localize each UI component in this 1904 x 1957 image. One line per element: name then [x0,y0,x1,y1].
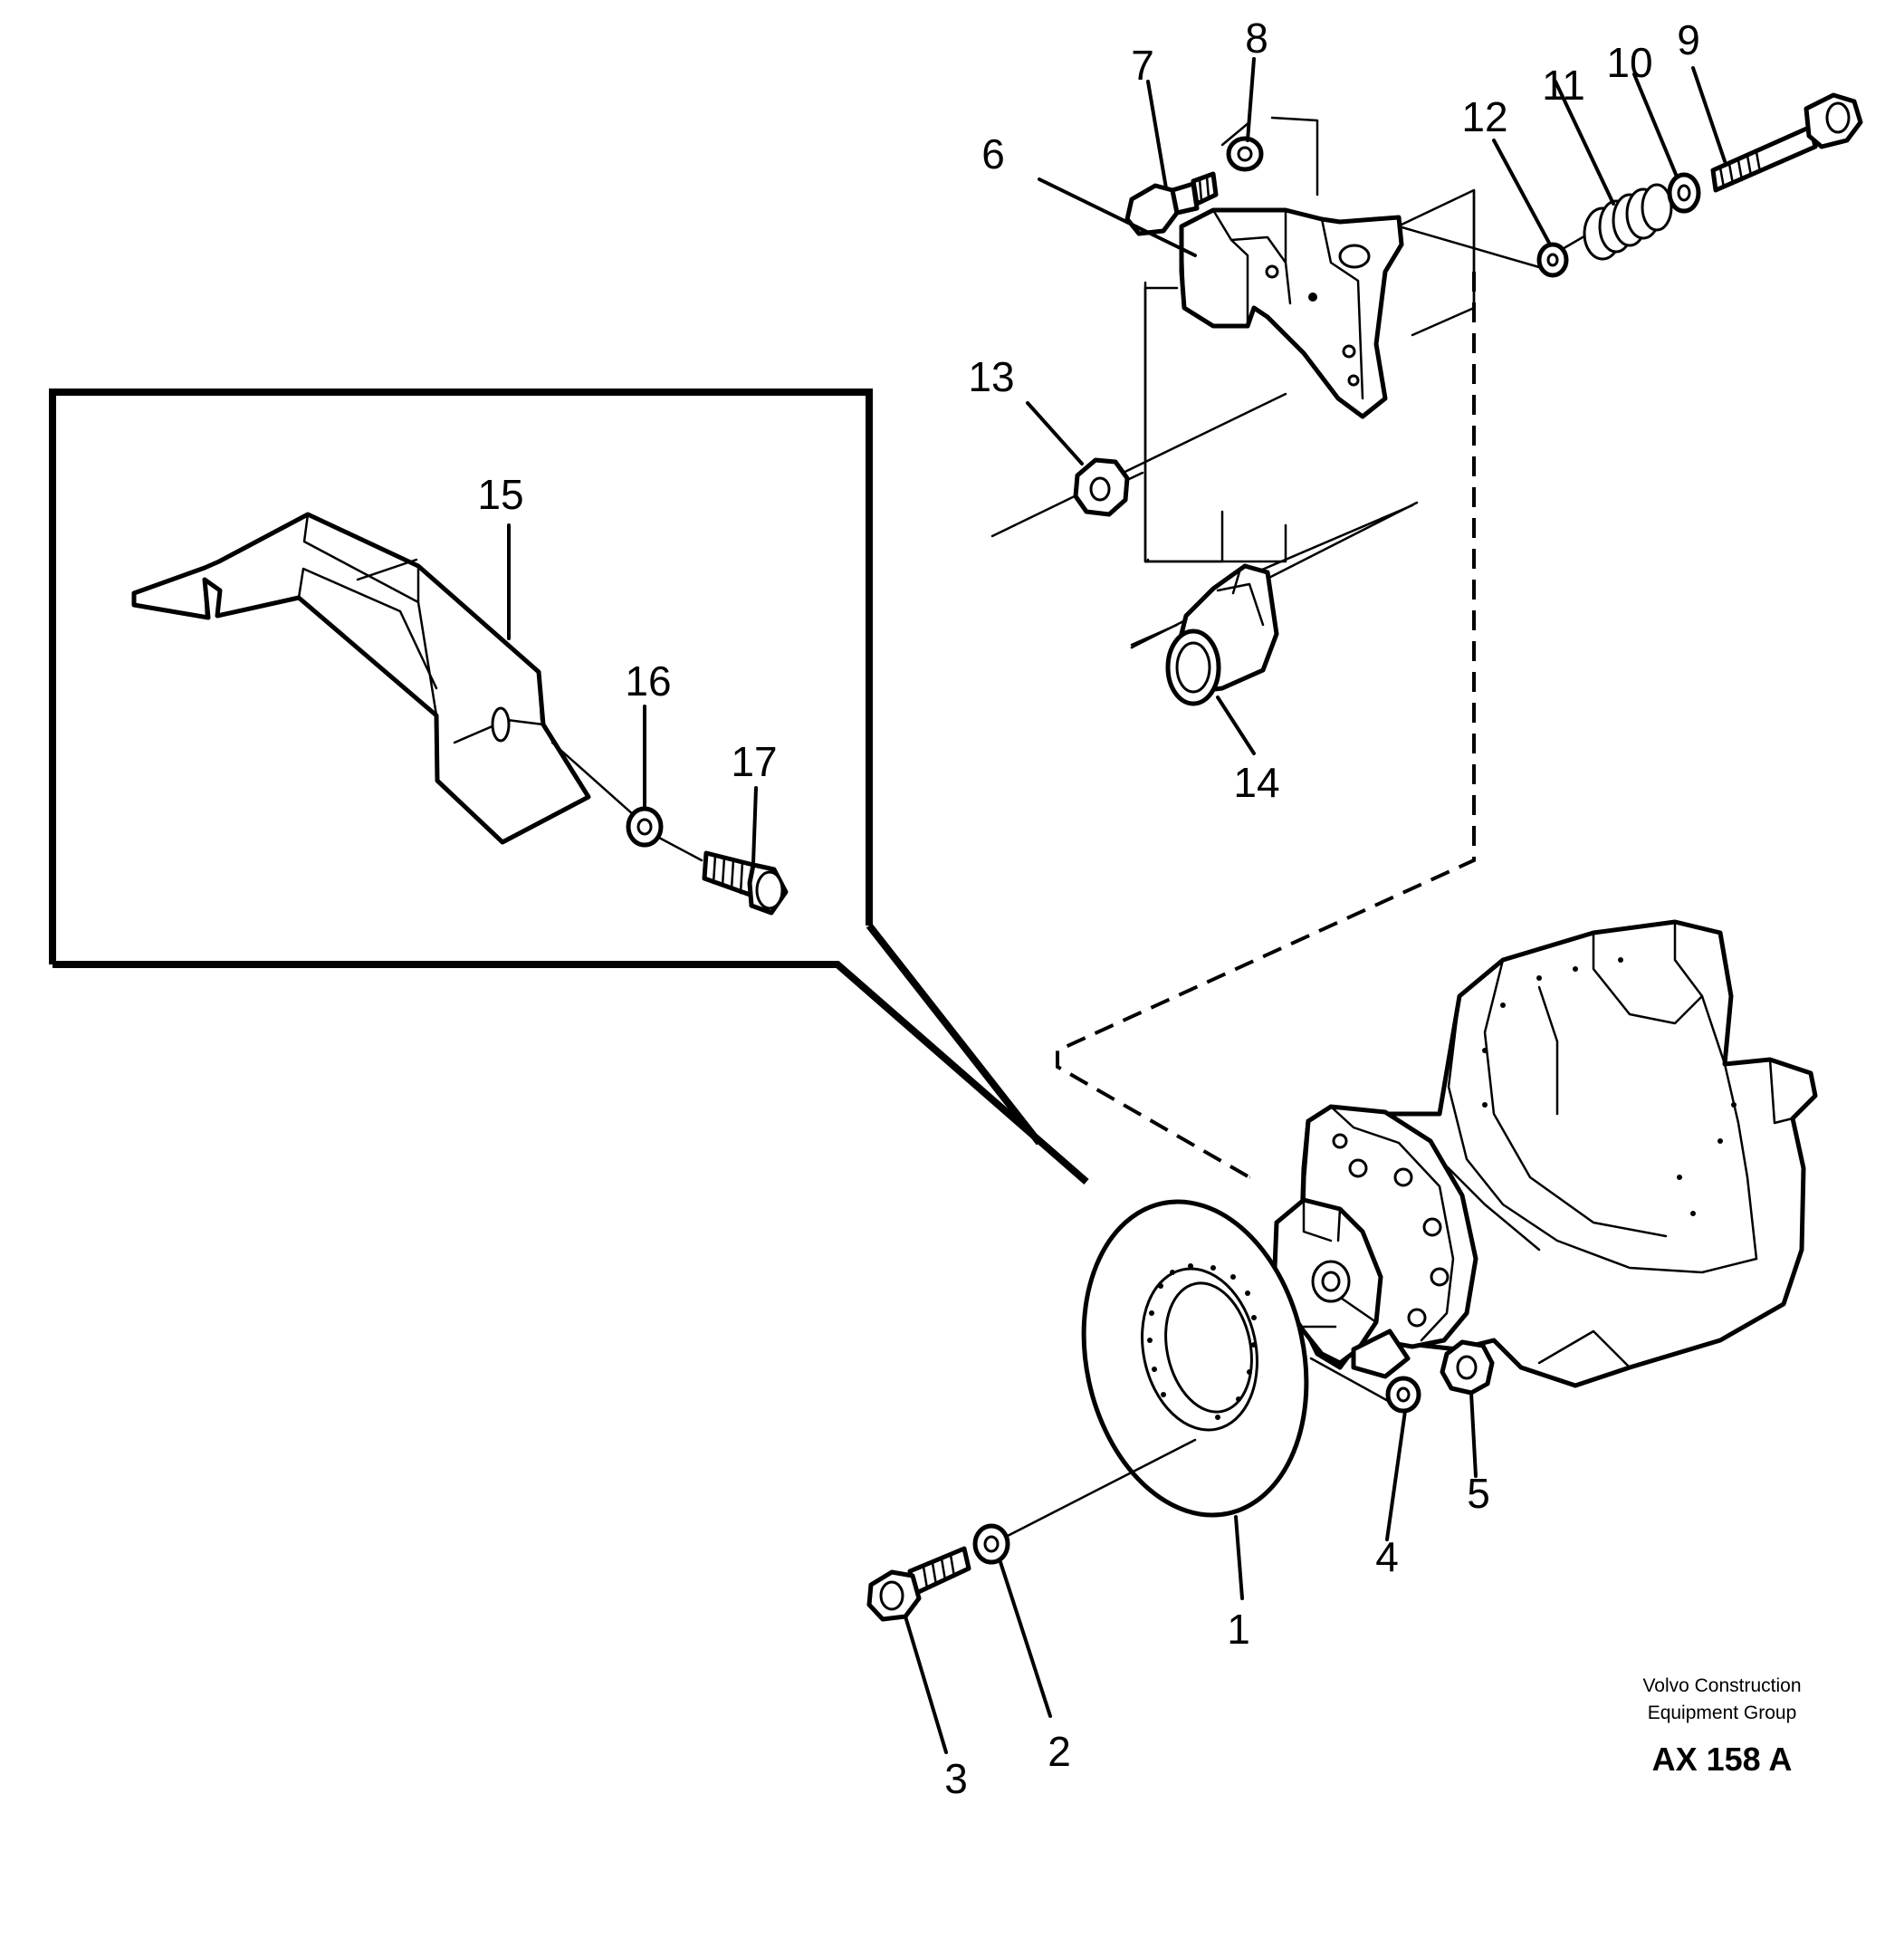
callout-16: 16 [625,657,671,705]
nut-part-5 [1440,1339,1495,1396]
washer-part-12 [1536,242,1569,278]
callout-4: 4 [1375,1533,1399,1580]
callout-7: 7 [1131,42,1154,89]
callout-9: 9 [1677,16,1700,63]
callout-14: 14 [1233,759,1279,806]
bracket-part-15 [131,512,591,845]
bolt-part-9 [1710,92,1863,193]
callout-11: 11 [1542,62,1585,109]
spring-part-11 [1583,183,1673,261]
washer-part-10 [1667,172,1701,214]
callout-8: 8 [1245,14,1268,62]
callout-5: 5 [1467,1470,1490,1517]
credit-line-1: Volvo Construction [1642,1675,1801,1696]
callout-15: 15 [477,471,523,518]
callout-1: 1 [1227,1606,1250,1653]
detail-inset-frame [49,389,1089,1185]
lever-bracket-part-6 [1179,207,1404,419]
callout-17: 17 [731,738,777,785]
callout-3: 3 [944,1755,968,1802]
differential-housing [1272,919,1818,1388]
leader-lines [507,57,1727,1754]
callout-10: 10 [1606,39,1652,86]
bolt-part-7 [1124,171,1219,236]
nut-part-13 [1073,457,1144,517]
inset-center-line [550,741,703,862]
figure-credit: Volvo Construction Equipment Group AX 15… [1642,1675,1801,1778]
callout-labels: 1 2 3 4 5 6 7 8 9 10 11 12 13 14 15 16 1… [477,14,1699,1802]
bolt-part-3 [866,1546,971,1622]
bushing-part-14 [1165,563,1279,706]
callout-12: 12 [1461,93,1507,140]
credit-line-2: Equipment Group [1648,1703,1797,1723]
callout-13: 13 [968,353,1014,400]
washer-part-8 [1226,136,1264,172]
disc-center-line [999,1325,1392,1541]
figure-code: AX 158 A [1652,1741,1793,1778]
assembly-reference-lines [990,116,1595,649]
callout-6: 6 [981,130,1005,177]
washer-part-4 [1385,1376,1421,1414]
screw-part-17 [702,850,789,916]
dashed-assembly-connector [1056,272,1476,1179]
washer-part-2 [972,1523,1010,1565]
brake-disc-part-1 [1081,1199,1309,1518]
callout-2: 2 [1048,1728,1071,1775]
